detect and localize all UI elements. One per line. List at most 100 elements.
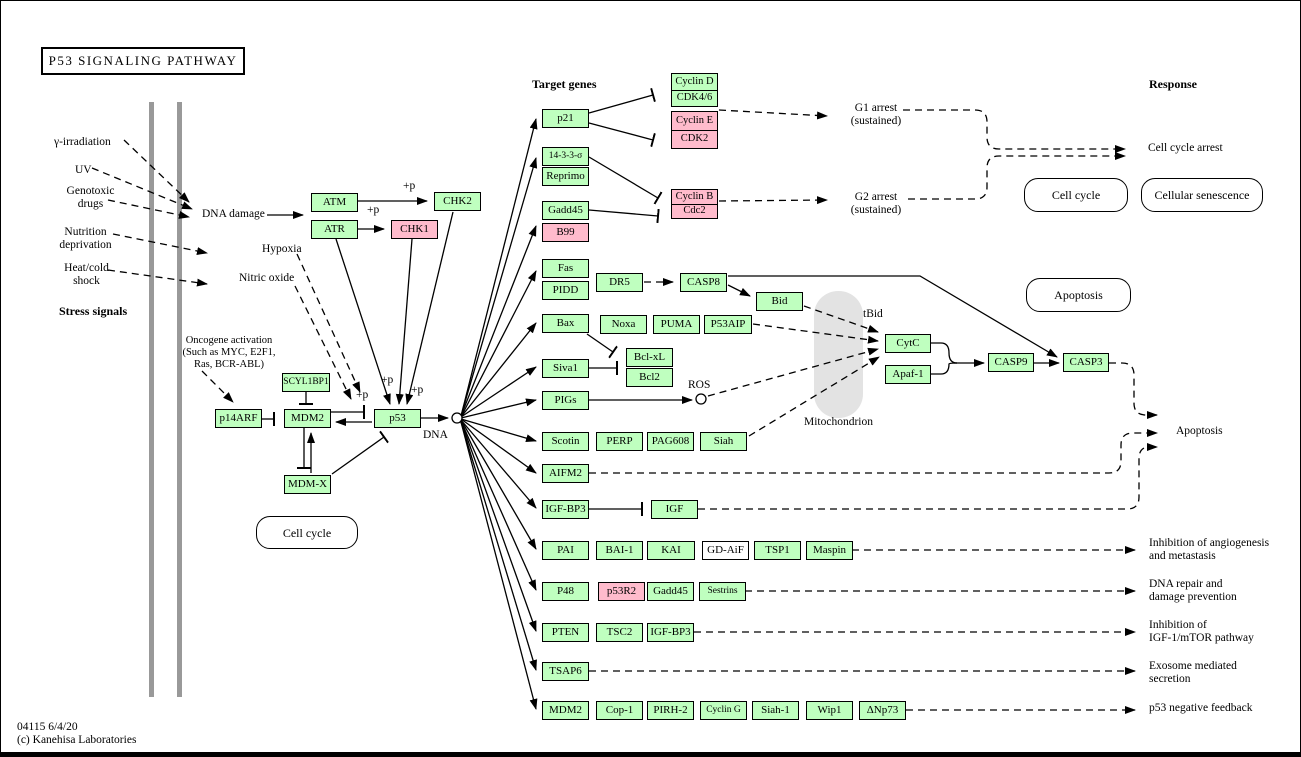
gene-box-chk2[interactable]: CHK2 [434,192,481,211]
gene-box-cytc[interactable]: CytC [885,334,931,353]
response-label-line-0: Response [1149,77,1198,91]
gamma-irradiation-label: γ-irradiation [54,136,111,149]
map-number: 04115 6/4/20 [17,721,78,733]
gene-box-puma[interactable]: PUMA [653,315,700,334]
gene-box-scotin[interactable]: Scotin [542,432,589,451]
gene-box-igf-bp3[interactable]: IGF-BP3 [542,500,589,519]
gene-box-gadd45-b[interactable]: Gadd45 [647,582,694,601]
plus-p-atr-chk1-line-0: +p [367,204,380,216]
gene-box-cycline-cdk2[interactable]: Cyclin E CDK2 [671,111,718,149]
gene-box-cyclinb-cdc2-cell-1[interactable]: Cdc2 [672,203,717,219]
cell-cycle-arrest-label: Cell cycle arrest [1148,142,1223,155]
plus-p-p53-left-line-0: +p [356,389,369,401]
gene-box-s14-3-3-sigma[interactable]: 14-3-3-σ [542,147,589,166]
edge-23 [460,157,538,417]
pathway-box-cellular-senescence-box[interactable]: Cellular senescence [1141,178,1263,212]
gene-box-cycline-cdk2-cell-0[interactable]: Cyclin E [675,114,714,126]
gene-box-cyclind-cdk46-cell-1[interactable]: CDK4/6 [672,89,717,107]
gene-box-aifm2[interactable]: AIFM2 [542,464,589,483]
gene-box-bid[interactable]: Bid [756,292,803,311]
gene-box-igf-bp3-b[interactable]: IGF-BP3 [647,623,694,642]
gene-box-siah[interactable]: Siah [700,432,747,451]
gene-box-pten[interactable]: PTEN [542,623,589,642]
gene-box-perp[interactable]: PERP [596,432,643,451]
pathway-box-cell-cycle-box-left[interactable]: Cell cycle [256,516,358,549]
gene-box-maspin[interactable]: Maspin [806,541,853,560]
gene-box-tsap6[interactable]: TSAP6 [542,662,589,681]
gene-box-cyclinb-cdc2-cell-0[interactable]: Cyclin B [675,190,714,202]
edge-11 [405,211,454,405]
edge-6 [296,253,361,393]
bottom-border [1,752,1300,756]
gene-box-bai-1[interactable]: BAI-1 [596,541,643,560]
gene-box-kai[interactable]: KAI [647,541,695,560]
gene-box-mdmx[interactable]: MDM-X [284,475,331,494]
gene-box-scyl1bp1[interactable]: SCYL1BP1 [282,373,330,392]
gene-box-reprimo[interactable]: Reprimo [542,167,589,186]
cell-cycle-arrest-label-line-0: Cell cycle arrest [1148,142,1223,154]
edge-28 [460,398,537,419]
gamma-irradiation-label-line-0: γ-irradiation [54,136,111,148]
gene-box-pirh-2[interactable]: PIRH-2 [647,701,694,720]
gene-box-tsp1[interactable]: TSP1 [754,541,801,560]
gene-box-pigs[interactable]: PIGs [542,391,589,410]
gene-box-p14arf[interactable]: p14ARF [215,409,262,428]
gene-box-noxa[interactable]: Noxa [600,315,647,334]
gene-box-p53aip[interactable]: P53AIP [704,315,752,334]
uv-label: UV [75,164,92,177]
gene-box-cyclind-cdk46-cell-0[interactable]: Cyclin D [675,75,714,87]
copyright: (c) Kanehisa Laboratories [17,734,137,746]
gene-box-b99[interactable]: B99 [542,223,589,242]
membrane-line-outer [149,102,154,697]
gene-box-chk1[interactable]: CHK1 [391,220,438,239]
heat-cold-shock-label-line-1: shock [73,275,100,288]
gene-box-siah-1[interactable]: Siah-1 [752,701,799,720]
gene-box-cyclin-g[interactable]: Cyclin G [700,701,747,720]
plus-p-p53-right-line-0: +p [411,384,424,396]
gene-box-mdm2-target[interactable]: MDM2 [542,701,589,720]
gene-box-gadd45[interactable]: Gadd45 [542,201,589,220]
gene-box-bcl2[interactable]: Bcl2 [626,368,673,387]
gene-box-cyclind-cdk46[interactable]: Cyclin D CDK4/6 [671,73,718,107]
gene-box-atr[interactable]: ATR [311,220,358,239]
gene-box-mdm2[interactable]: MDM2 [284,409,331,428]
gene-box-apaf-1[interactable]: Apaf-1 [885,365,931,384]
gene-box-p53[interactable]: p53 [374,409,421,428]
gene-box-bcl-xl[interactable]: Bcl-xL [626,348,673,367]
gene-box-pag608[interactable]: PAG608 [647,432,694,451]
gene-box-p48[interactable]: P48 [542,582,589,601]
gene-box-fas[interactable]: Fas [542,259,589,278]
oncogene-activation-label-line-1: (Such as MYC, E2F1, [182,347,276,359]
gene-box-casp9[interactable]: CASP9 [988,353,1034,372]
gene-box-atm[interactable]: ATM [311,193,358,212]
edge-37 [588,87,656,114]
gene-box-wip1[interactable]: Wip1 [806,701,853,720]
gene-box-casp3[interactable]: CASP3 [1063,353,1109,372]
membrane-line-inner [177,102,182,697]
pathway-box-apoptosis-box[interactable]: Apoptosis [1026,278,1131,312]
pathway-box-cell-cycle-box[interactable]: Cell cycle [1024,178,1128,212]
p53-negative-feedback-label: p53 negative feedback [1149,702,1252,715]
gene-box-cop-1[interactable]: Cop-1 [596,701,643,720]
gene-box-gd-aif[interactable]: GD-AiF [702,541,749,560]
p53-negative-feedback-label-line-0: p53 negative feedback [1149,702,1253,714]
plus-p-p53-left: +p [356,389,368,402]
edge-30 [460,418,537,474]
gene-box-delta-np73[interactable]: ΔNp73 [859,701,906,720]
gene-box-tsc2[interactable]: TSC2 [596,623,643,642]
gene-box-casp8[interactable]: CASP8 [680,273,727,292]
gene-box-pidd[interactable]: PIDD [542,281,589,300]
edge-33 [460,420,537,591]
gene-box-pai[interactable]: PAI [542,541,589,560]
gene-box-cycline-cdk2-cell-1[interactable]: CDK2 [672,129,717,149]
gene-box-dr5[interactable]: DR5 [596,273,643,292]
gene-box-p21[interactable]: p21 [542,109,589,128]
gene-box-p53r2[interactable]: p53R2 [598,582,645,601]
gene-box-siva1[interactable]: Siva1 [542,359,589,378]
gene-box-igf[interactable]: IGF [651,500,698,519]
gene-box-sestrins[interactable]: Sestrins [699,582,746,601]
gene-box-bax[interactable]: Bax [542,314,589,333]
